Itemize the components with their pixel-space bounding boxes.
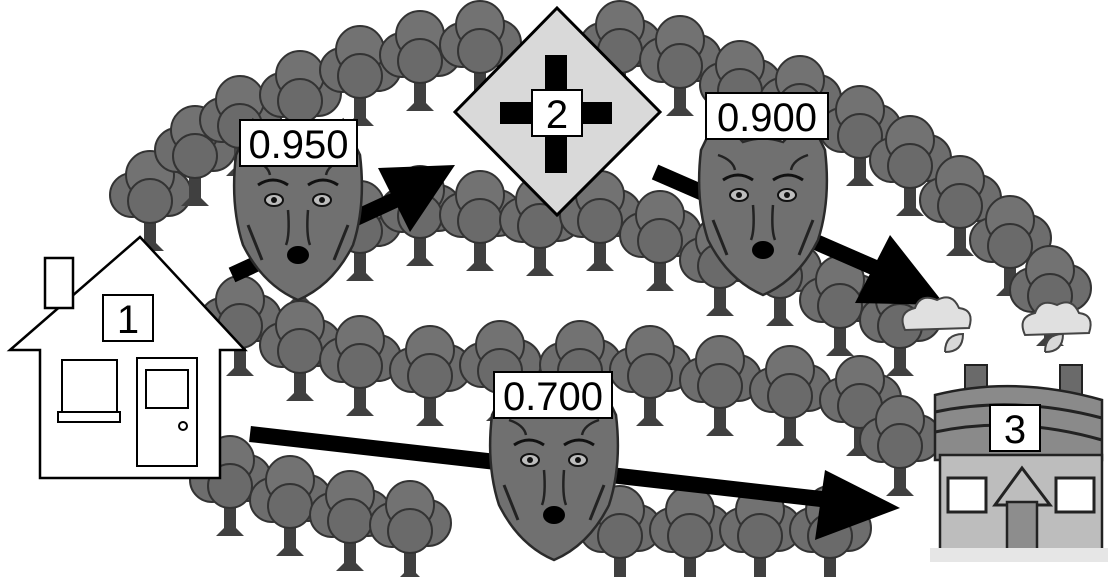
probability-label-2-3: 0.900	[705, 92, 829, 140]
node-number: 2	[546, 93, 568, 137]
cottage-icon	[901, 296, 1108, 562]
node-label-2: 2	[531, 89, 583, 137]
probability-value: 0.950	[248, 123, 348, 167]
start-house-icon	[6, 235, 248, 480]
node-number: 3	[1004, 408, 1026, 452]
node-number: 1	[117, 298, 139, 342]
node-label-1: 1	[102, 294, 154, 342]
probability-value: 0.900	[717, 96, 817, 140]
probability-label-1-3: 0.700	[493, 371, 613, 419]
probability-label-1-2: 0.950	[239, 119, 358, 167]
node-label-3: 3	[989, 404, 1041, 452]
probability-value: 0.700	[503, 375, 603, 419]
